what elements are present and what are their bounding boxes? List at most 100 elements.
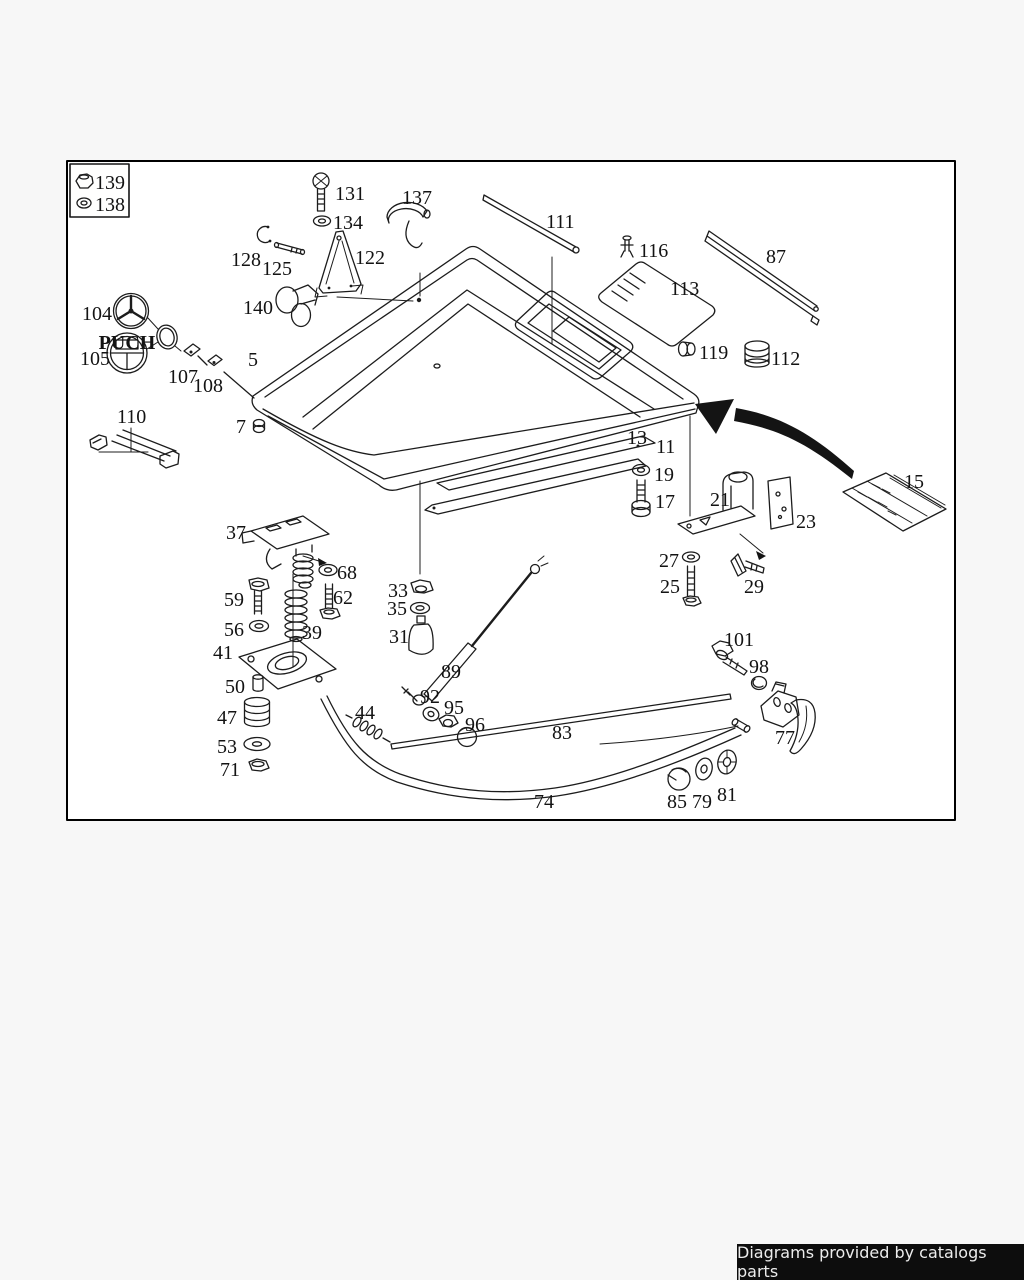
part-105-puch-badge [106, 332, 148, 374]
part-98-grommet [750, 675, 768, 691]
part-137-clamp [386, 201, 431, 249]
part-47-buffer-stack [243, 696, 271, 728]
part-125-pin [273, 241, 306, 256]
pointer-arrow [695, 399, 854, 479]
part-27-washer [681, 551, 701, 563]
part-108-clip [207, 354, 255, 399]
emblem-bezel-ring [146, 316, 182, 352]
part-label-27: 27 [659, 550, 679, 572]
part-label-41: 41 [213, 642, 233, 664]
part-83-pull-rod [390, 693, 732, 750]
nut-icon [75, 173, 94, 189]
part-label-111: 111 [546, 211, 575, 233]
part-11-seal-strip [424, 458, 647, 515]
part-label-112: 112 [771, 348, 800, 370]
part-label-53: 53 [217, 736, 237, 758]
part-label-71: 71 [220, 759, 240, 781]
part-label-47: 47 [217, 707, 237, 729]
part-label-96: 96 [465, 714, 485, 736]
part-119-grommet [677, 341, 696, 357]
part-label-116: 116 [639, 240, 668, 262]
part-7-grommet [252, 418, 266, 434]
part-17-bolt [631, 479, 651, 518]
part-label-37: 37 [226, 522, 246, 544]
part-87-rail [704, 230, 820, 326]
part-25-bolt [682, 565, 702, 607]
part-label-5: 5 [248, 349, 258, 371]
legend-box [69, 163, 130, 218]
part-label-44: 44 [355, 702, 375, 724]
part-label-23: 23 [796, 511, 816, 533]
part-label-87: 87 [766, 246, 786, 268]
part-label-79: 79 [692, 791, 712, 813]
part-label-29: 29 [744, 576, 764, 598]
part-68-washer [318, 563, 338, 577]
part-label-59: 59 [224, 589, 244, 611]
part-label-113: 113 [670, 278, 699, 300]
part-101-bolt [711, 640, 748, 676]
part-label-13: 13 [627, 427, 647, 449]
part-29-screw [730, 553, 765, 577]
part-15-label-sticker [842, 472, 947, 532]
part-122-bracket [314, 230, 422, 303]
part-label-104: 104 [82, 303, 112, 325]
part-label-15: 15 [904, 471, 924, 493]
washer-icon [76, 197, 92, 209]
part-35-washer [409, 601, 431, 615]
part-111-rod [482, 194, 580, 345]
part-label-122: 122 [355, 247, 385, 269]
part-59-bolt [248, 577, 270, 615]
part-128-circlip [256, 225, 272, 244]
part-label-108: 108 [193, 375, 223, 397]
part-92-washer [422, 706, 440, 722]
part-label-77: 77 [775, 727, 795, 749]
part-21-hinge-bracket [677, 415, 766, 560]
part-label-17: 17 [655, 491, 675, 513]
part-19-washer [631, 463, 651, 477]
part-label-11: 11 [656, 436, 675, 458]
part-31-buffer [408, 615, 434, 655]
part-label-50: 50 [225, 676, 245, 698]
part-71-nut [248, 758, 270, 772]
part-110-molding [89, 427, 180, 469]
part-label-25: 25 [660, 576, 680, 598]
part-81-pulley [717, 749, 737, 775]
part-label-131: 131 [335, 183, 365, 205]
part-label-107: 107 [168, 366, 198, 388]
part-134-washer [312, 215, 332, 227]
part-56-washer [248, 619, 270, 633]
part-label-128: 128 [231, 249, 261, 271]
part-74-cable [320, 695, 751, 801]
part-44-spring [345, 714, 391, 743]
part-85-knob [667, 767, 691, 791]
part-13-seal-strip [436, 435, 656, 491]
part-label-21: 21 [710, 489, 730, 511]
footer-credit-bar: Diagrams provided by catalogs parts [737, 1243, 1024, 1280]
part-label-140: 140 [243, 297, 273, 319]
part-label-110: 110 [117, 406, 146, 428]
part-label-74: 74 [534, 791, 554, 813]
part-label-139: 139 [95, 172, 125, 194]
part-label-92: 92 [420, 686, 440, 708]
part-label-85: 85 [667, 791, 687, 813]
part-33-nut [410, 480, 434, 594]
part-label-105: 105 [80, 348, 110, 370]
part-label-81: 81 [717, 784, 737, 806]
part-label-101: 101 [724, 629, 754, 651]
hood-panel [251, 245, 700, 491]
part-77-release-handle [760, 681, 816, 755]
part-53-washer [243, 736, 271, 752]
part-label-39: 39 [302, 622, 322, 644]
part-label-125: 125 [262, 258, 292, 280]
part-label-137: 137 [402, 187, 432, 209]
part-label-95: 95 [444, 697, 464, 719]
part-131-screw [312, 172, 330, 212]
part-label-134: 134 [333, 212, 363, 234]
part-label-119: 119 [699, 342, 728, 364]
part-label-89: 89 [441, 661, 461, 683]
part-50-sleeve [252, 674, 264, 692]
part-112-buffer [744, 340, 770, 368]
